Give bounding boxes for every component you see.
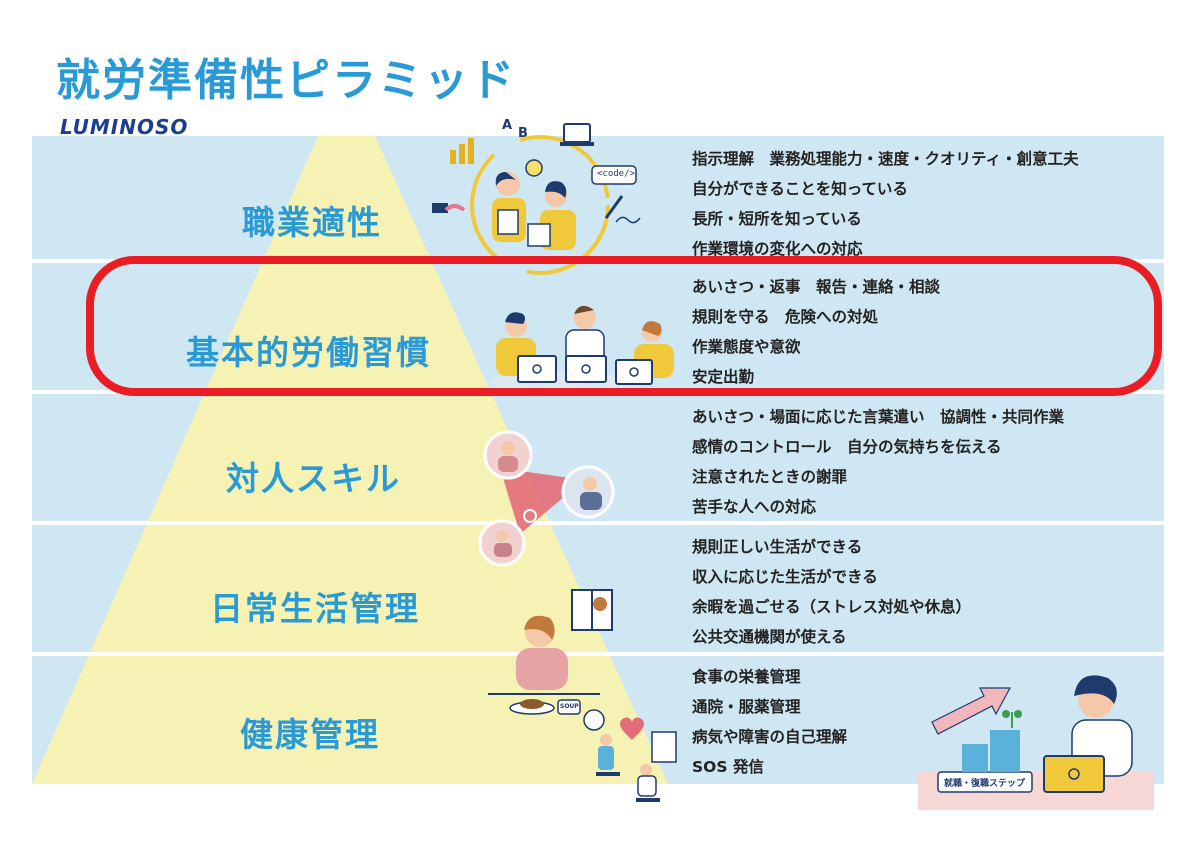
list-item: 注意されたときの謝罪 bbox=[692, 468, 848, 486]
letter-b-label: B bbox=[518, 126, 528, 141]
list-item: 感情のコントロール 自分の気持ちを伝える bbox=[692, 438, 1002, 456]
list-item: 安定出勤 bbox=[692, 368, 755, 386]
work-habits-illustration bbox=[489, 305, 674, 392]
list-item: 通院・服薬管理 bbox=[692, 698, 801, 716]
tier-items-daily-life: 規則正しい生活ができる 収入に応じた生活ができる 余暇を過ごせる（ストレス対処や… bbox=[692, 532, 1152, 652]
letter-a-label: A bbox=[502, 118, 513, 133]
list-item: あいさつ・場面に応じた言葉遣い 協調性・共同作業 bbox=[692, 408, 1065, 426]
lightbulb-icon bbox=[525, 159, 543, 177]
tier-label-interpersonal: 対人スキル bbox=[226, 459, 401, 498]
laptop-icon bbox=[565, 355, 607, 383]
plant-icon bbox=[593, 597, 607, 611]
pyramid-shape bbox=[32, 136, 668, 784]
career-aptitude-illustration bbox=[432, 123, 641, 275]
handshake-icon bbox=[432, 203, 466, 213]
laptop-icon bbox=[615, 359, 653, 385]
tier-label-daily-life: 日常生活管理 bbox=[210, 589, 420, 628]
tier-items-interpersonal: あいさつ・場面に応じた言葉遣い 協調性・共同作業 感情のコントロール 自分の気持… bbox=[692, 402, 1152, 522]
speech-bubble-icon bbox=[583, 709, 605, 731]
tier-label-career-aptitude: 職業適性 bbox=[242, 203, 382, 242]
tier-items-work-habits: あいさつ・返事 報告・連絡・相談 規則を守る 危険への対処 作業態度や意欲 安定… bbox=[692, 272, 1152, 392]
list-item: 作業態度や意欲 bbox=[692, 338, 801, 356]
consultation-illustration bbox=[583, 709, 677, 802]
list-item: 収入に応じた生活ができる bbox=[692, 568, 878, 586]
list-item: 苦手な人への対応 bbox=[692, 498, 817, 516]
interpersonal-illustration bbox=[478, 430, 615, 567]
eating-illustration bbox=[488, 615, 600, 715]
list-item: 長所・短所を知っている bbox=[692, 210, 862, 228]
code-bubble-text: <code/> bbox=[597, 169, 635, 179]
list-item: あいさつ・返事 報告・連絡・相談 bbox=[692, 278, 941, 296]
tier-items-health: 食事の栄養管理 通院・服薬管理 病気や障害の自己理解 SOS 発信 bbox=[692, 662, 1152, 782]
clipboard-icon bbox=[651, 731, 677, 763]
soup-cup-icon bbox=[557, 699, 581, 715]
heart-icon bbox=[620, 717, 644, 740]
soup-label: SOUP bbox=[560, 703, 579, 710]
list-item: 自分ができることを知っている bbox=[692, 180, 908, 198]
code-bubble-icon bbox=[591, 165, 637, 185]
list-item: 作業環境の変化への対応 bbox=[692, 240, 863, 258]
career-steps-illustration bbox=[918, 675, 1154, 810]
brand-logo: LUMINOSO bbox=[60, 115, 189, 139]
tier-label-work-habits: 基本的労働習慣 bbox=[186, 333, 431, 372]
rising-arrow-icon bbox=[931, 687, 1012, 735]
steps-sign-text: 就職・復職ステップ bbox=[944, 779, 1026, 789]
bar-chart-icon bbox=[450, 150, 456, 164]
tier-label-health: 健康管理 bbox=[240, 715, 380, 754]
list-item: 余暇を過ごせる（ストレス対処や休息） bbox=[692, 598, 972, 616]
tier-items-career-aptitude: 指示理解 業務処理能力・速度・クオリティ・創意工夫 自分ができることを知っている… bbox=[692, 144, 1152, 264]
list-item: 食事の栄養管理 bbox=[692, 668, 801, 686]
list-item: 病気や障害の自己理解 bbox=[692, 728, 848, 746]
laptop-icon bbox=[563, 123, 591, 143]
page-title: 就労準備性ピラミッド bbox=[56, 55, 516, 106]
list-item: SOS 発信 bbox=[692, 758, 764, 776]
laptop-icon bbox=[1043, 755, 1105, 793]
daily-life-illustration bbox=[571, 589, 613, 631]
list-item: 規則正しい生活ができる bbox=[692, 538, 863, 556]
laptop-icon bbox=[517, 355, 557, 383]
list-item: 規則を守る 危険への対処 bbox=[692, 308, 879, 326]
list-item: 指示理解 業務処理能力・速度・クオリティ・創意工夫 bbox=[692, 150, 1079, 168]
list-item: 公共交通機関が使える bbox=[692, 628, 847, 646]
pen-icon bbox=[604, 195, 624, 219]
